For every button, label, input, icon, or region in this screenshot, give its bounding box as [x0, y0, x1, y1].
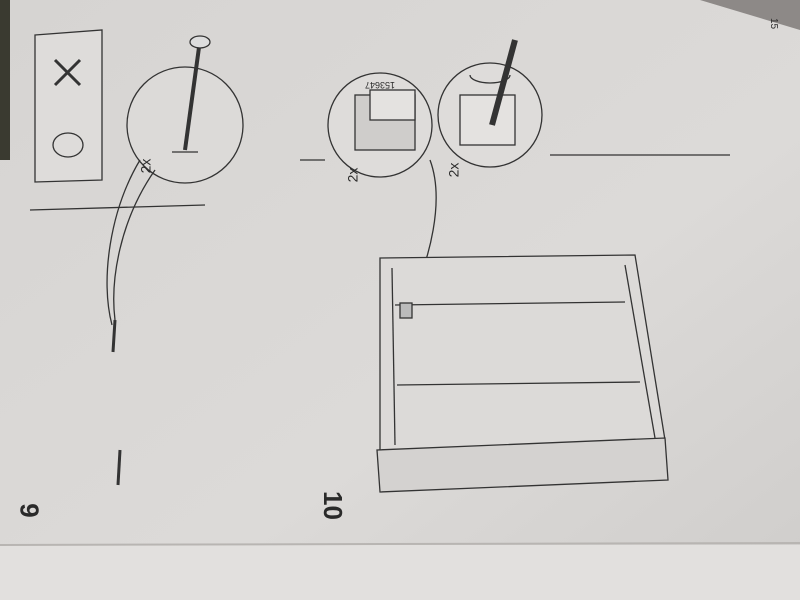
screw-detail-circle — [126, 66, 244, 184]
step-9-quantity: 2x — [137, 158, 154, 174]
step-number-9: 9 — [14, 503, 45, 518]
page-number: 15 — [768, 17, 780, 30]
left-edge-shadow — [0, 0, 10, 160]
lower-page — [0, 545, 800, 600]
page-corner-shadow — [700, 0, 800, 30]
drawer-box — [376, 254, 669, 493]
step-number-10: 10 — [317, 491, 348, 520]
part-number: 153647 — [365, 80, 396, 90]
step-9-warning-panel — [34, 29, 103, 183]
step-10-quantity-2: 2x — [445, 162, 462, 178]
step-10-quantity-1: 2x — [344, 167, 361, 183]
